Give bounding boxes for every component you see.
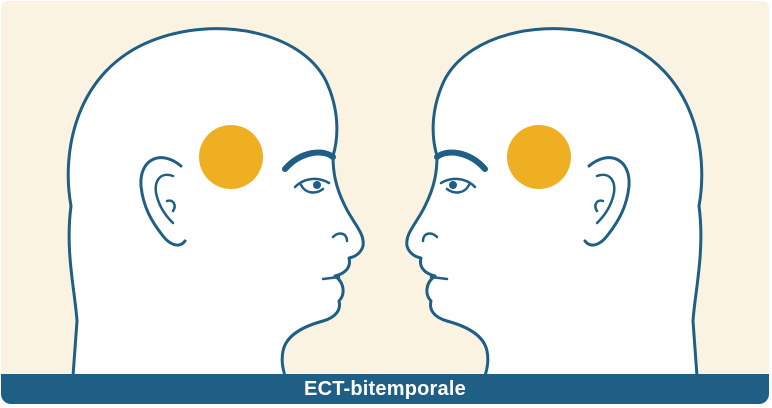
right-electrode (507, 125, 571, 189)
caption-text: ECT-bitemporale (304, 378, 466, 401)
left-electrode (199, 125, 263, 189)
caption-bar: ECT-bitemporale (1, 374, 769, 404)
left-head (68, 29, 363, 376)
right-head (407, 29, 702, 376)
heads-illustration (1, 1, 769, 376)
